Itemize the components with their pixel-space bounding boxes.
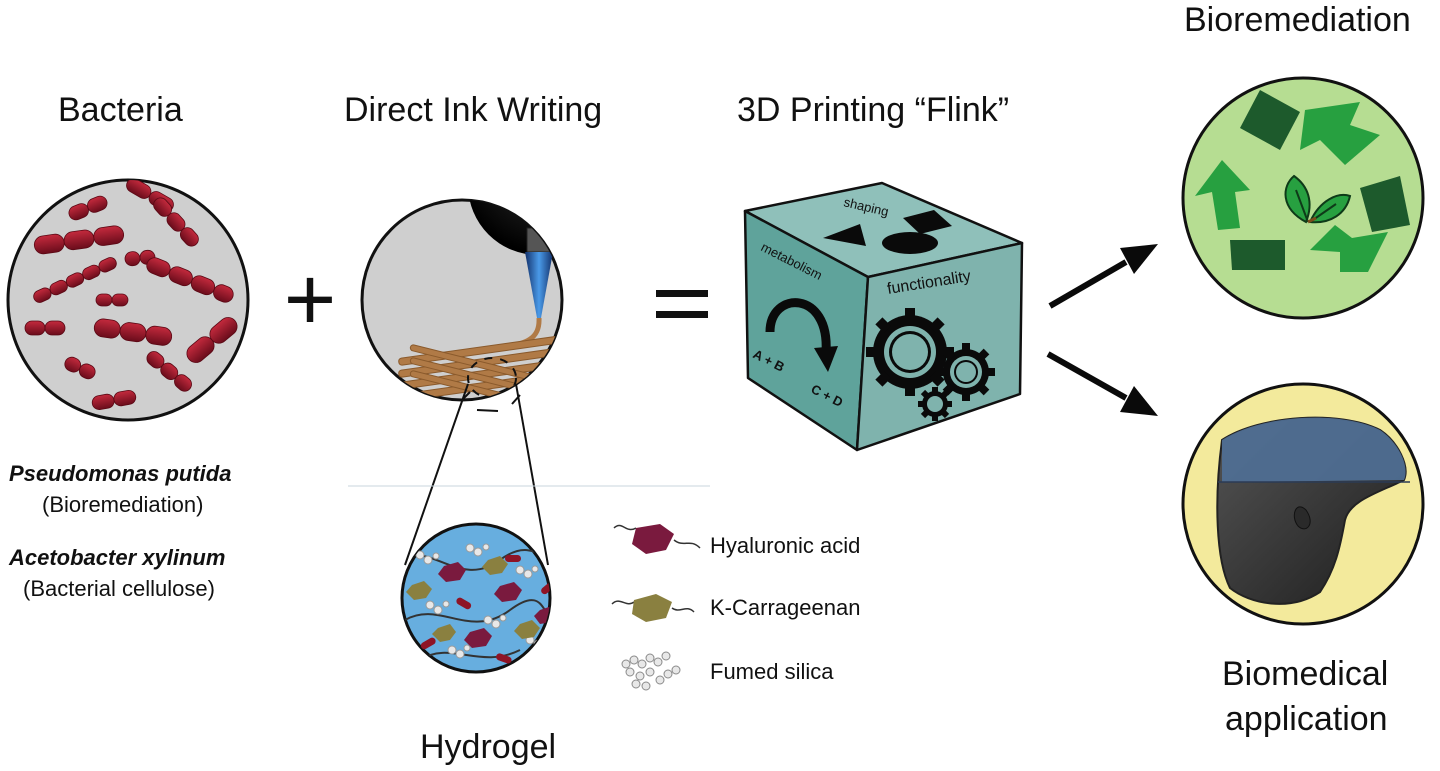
species-use: (Bacterial cellulose) <box>23 576 215 601</box>
species-name: Pseudomonas putida <box>9 461 232 486</box>
bacterium <box>91 389 137 411</box>
ellipse-shape <box>882 232 938 254</box>
arrow-to-bioremediation <box>1048 244 1158 309</box>
flink-title: 3D Printing “Flink” <box>737 91 1010 129</box>
species-use: (Bioremediation) <box>42 492 204 517</box>
carrageenan-icon <box>611 594 695 622</box>
bacterium <box>33 225 125 255</box>
bacterium <box>64 356 96 380</box>
triangle-shape <box>823 224 866 246</box>
direct-ink-writing-title: Direct Ink Writing <box>344 91 603 129</box>
legend-label: Fumed silica <box>710 659 834 684</box>
biomedical-circle <box>1181 382 1425 626</box>
leaf-icon <box>1284 174 1352 224</box>
bacterium <box>68 195 108 221</box>
legend-label: Κ-Carrageenan <box>710 595 861 620</box>
plus-operator: + <box>284 250 337 350</box>
hydrogel-title: Hydrogel <box>420 728 557 766</box>
bacterium <box>95 293 129 307</box>
bacterium <box>93 318 173 346</box>
fumed-silica-icon <box>621 651 681 691</box>
application-title: application <box>1225 700 1388 738</box>
bacterium <box>153 197 199 247</box>
bacterium <box>146 351 192 392</box>
reaction-arrow <box>765 298 831 353</box>
square-shape <box>903 210 952 234</box>
bacteria-title: Bacteria <box>58 91 183 129</box>
equals-operator <box>656 290 708 318</box>
nozzle-head <box>468 200 562 255</box>
bacterium <box>146 257 234 303</box>
species-name: Acetobacter xylinum <box>9 545 226 570</box>
bacterium <box>24 320 66 336</box>
bacterium <box>186 317 238 363</box>
printing-circle <box>360 198 564 402</box>
gears-icon <box>866 308 995 421</box>
hyaluronic-acid-icon <box>613 524 701 554</box>
bacteria-circle <box>6 178 250 422</box>
bacterium <box>33 257 117 303</box>
nozzle-tip <box>525 252 553 318</box>
flink-cube <box>743 181 1024 452</box>
biomedical-title: Biomedical <box>1222 655 1389 693</box>
legend-label: Hyaluronic acid <box>710 533 861 558</box>
hydrogel-circle <box>400 522 552 674</box>
bioremediation-circle <box>1181 76 1425 320</box>
arrow-to-biomedical <box>1046 351 1158 416</box>
recycle-icon <box>1195 90 1410 272</box>
bioremediation-title: Bioremediation <box>1184 1 1411 39</box>
